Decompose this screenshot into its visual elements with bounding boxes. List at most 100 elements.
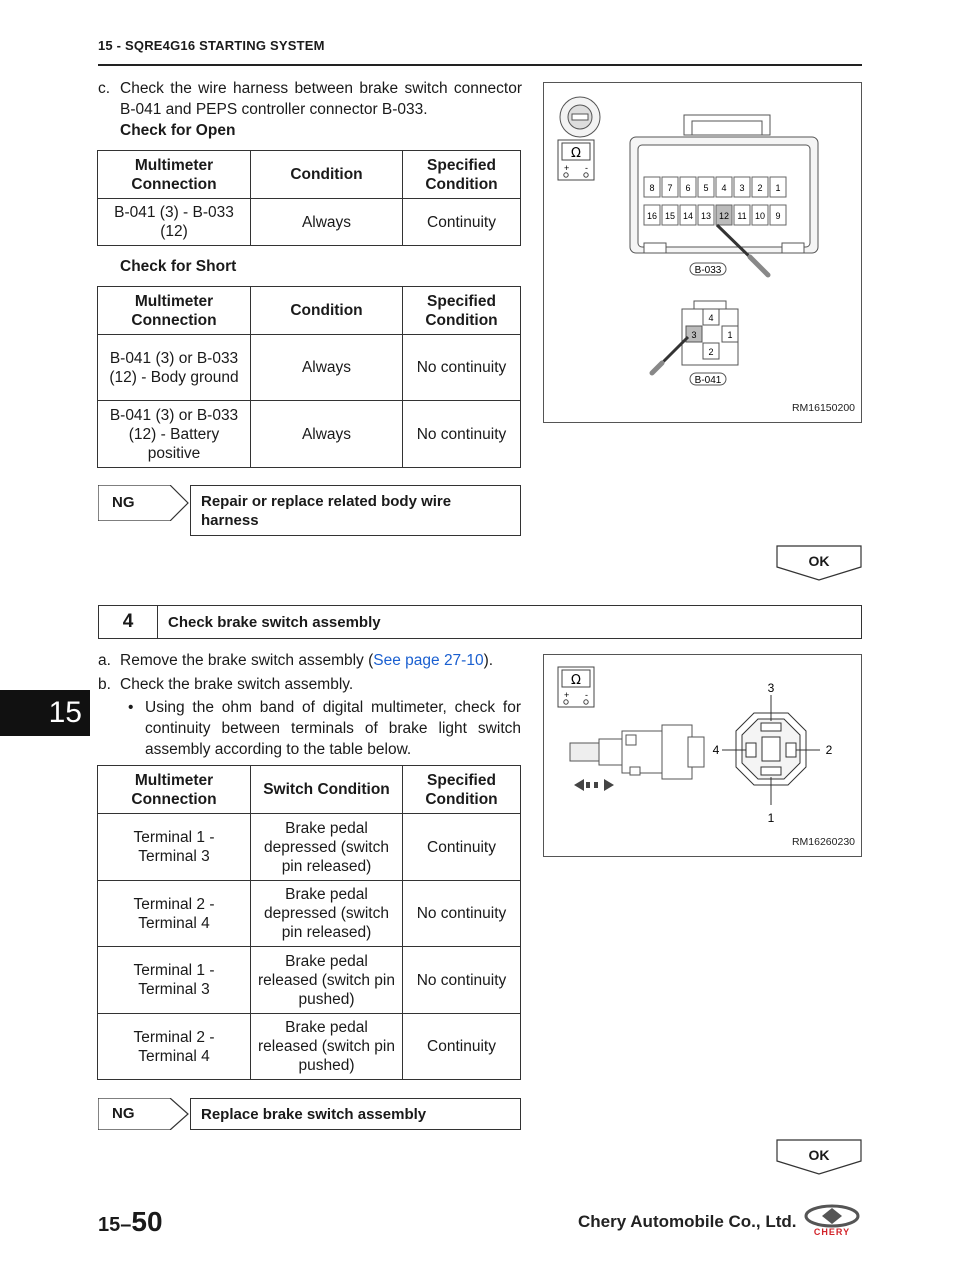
step-a-text-before: Remove the brake switch assembly ( <box>120 652 374 669</box>
figure-id-1: RM16150200 <box>791 402 855 414</box>
b033-pin-label: 3 <box>739 183 744 193</box>
step-a-marker: a. <box>98 652 111 669</box>
movement-arrows-icon <box>574 779 614 791</box>
short-cell-specified: No continuity <box>402 400 521 468</box>
ok-label-1: OK <box>808 553 830 569</box>
b033-pin-label: 8 <box>649 183 654 193</box>
b033-pin-label: 9 <box>775 211 780 221</box>
terminal-2-label: 2 <box>826 743 833 757</box>
b033-pin-label: 7 <box>667 183 672 193</box>
ohm-symbol: Ω <box>571 673 581 688</box>
b033-pin-cell <box>697 204 715 226</box>
open-check-table: Multimeter Connection Condition Specifie… <box>97 150 521 246</box>
probe-handle-2 <box>649 360 665 376</box>
b033-pin-cell <box>769 204 787 226</box>
b033-pin-cell <box>643 176 661 198</box>
b033-pin-label: 1 <box>775 183 780 193</box>
b033-pin-label: 6 <box>685 183 690 193</box>
b033-pin-cell <box>733 176 751 198</box>
ng-action-text-2: Replace brake switch assembly <box>201 1106 427 1123</box>
step-4-number: 4 <box>99 606 158 638</box>
switch-cell-condition: Brake pedal depressed (switch pin releas… <box>250 813 403 881</box>
b033-pin-cell <box>715 176 733 198</box>
ok-arrow-shape <box>776 545 862 581</box>
footer-dash: – <box>120 1214 132 1236</box>
step-c-text: Check the wire harness between brake swi… <box>120 80 522 118</box>
connector-b041 <box>681 300 739 366</box>
switch-header-specified: Specified Condition <box>402 765 521 814</box>
switch-cell-connection: Terminal 2 - Terminal 4 <box>97 1013 251 1080</box>
b033-label: B-033 <box>695 265 722 276</box>
ignition-key-icon <box>559 96 601 138</box>
switch-cell-condition: Brake pedal depressed (switch pin releas… <box>250 880 403 947</box>
ohm-symbol: Ω <box>571 146 581 161</box>
b033-pin-label: 5 <box>703 183 708 193</box>
logo-text: CHERY <box>813 1227 851 1237</box>
ok-arrow-shape <box>776 1139 862 1175</box>
page-header-title: 15 - SQRE4G16 STARTING SYSTEM <box>98 38 325 53</box>
step-c-marker: c. <box>98 80 111 97</box>
b033-pin-cell <box>643 204 661 226</box>
b033-pin-label: 16 <box>647 211 657 221</box>
switch-cell-connection: Terminal 1 - Terminal 3 <box>97 813 251 881</box>
open-cell-specified: Continuity <box>402 198 521 246</box>
step-a-text-after: ). <box>483 652 494 669</box>
b033-pin-cell <box>679 176 697 198</box>
probe-line <box>715 223 756 263</box>
b033-pin-label: 2 <box>757 183 762 193</box>
short-header-condition: Condition <box>250 286 403 335</box>
bullet-marker: • <box>128 699 134 716</box>
switch-cell-connection: Terminal 1 - Terminal 3 <box>97 946 251 1014</box>
b033-pin-label: 15 <box>665 211 675 221</box>
meter-minus: - <box>585 163 588 173</box>
footer-chapter: 15 <box>98 1214 121 1236</box>
ng-label-2: NG <box>112 1105 135 1122</box>
b041-pin-2: 2 <box>708 347 713 357</box>
switch-cell-condition: Brake pedal released (switch pin pushed) <box>250 946 403 1014</box>
short-cell-condition: Always <box>250 400 403 468</box>
switch-cell-condition: Brake pedal released (switch pin pushed) <box>250 1013 403 1080</box>
probe-line-2 <box>658 335 690 367</box>
short-cell-specified: No continuity <box>402 334 521 401</box>
short-header-connection: Multimeter Connection <box>97 286 251 335</box>
step-b-marker: b. <box>98 676 111 693</box>
ng-action-box-2: Replace brake switch assembly <box>190 1098 521 1130</box>
meter-minus: - <box>585 690 588 700</box>
bullet-text: Using the ohm band of digital multimeter… <box>145 699 521 758</box>
b033-pin-cell <box>751 176 769 198</box>
open-cell-connection: B-041 (3) - B-033 (12) <box>97 198 251 246</box>
switch-cell-specified: No continuity <box>402 946 521 1014</box>
b033-pin-cell <box>661 204 679 226</box>
b033-pin-cell <box>733 204 751 226</box>
see-page-link[interactable]: See page 27-10 <box>373 652 484 669</box>
b033-pin-label: 4 <box>721 183 726 193</box>
open-header-specified: Specified Condition <box>402 150 521 199</box>
open-header-connection: Multimeter Connection <box>97 150 251 199</box>
b033-pin-label: 10 <box>755 211 765 221</box>
ng-label-1: NG <box>112 494 135 511</box>
b033-pin-cell <box>697 176 715 198</box>
chapter-tab-label: 15 <box>48 696 82 729</box>
b033-pin-cell <box>661 176 679 198</box>
b033-pin-label: 11 <box>737 211 746 221</box>
terminal-3-label: 3 <box>768 681 775 695</box>
switch-header-condition: Switch Condition <box>250 765 403 814</box>
terminal-1-label: 1 <box>768 811 775 825</box>
chery-logo-icon <box>804 1204 860 1228</box>
switch-cell-specified: Continuity <box>402 813 521 881</box>
ok-arrow-1: OK <box>776 545 862 581</box>
ok-arrow-2: OK <box>776 1139 862 1175</box>
step-a-text: Remove the brake switch assembly (See pa… <box>120 650 530 671</box>
switch-connector-face <box>735 712 807 786</box>
chery-logo: CHERY <box>804 1204 860 1238</box>
open-header-condition: Condition <box>250 150 403 199</box>
b033-pin-cell <box>751 204 769 226</box>
probe-handle <box>747 254 771 278</box>
footer-page: 50 <box>131 1206 163 1237</box>
switch-figure: Ω + - <box>543 654 862 857</box>
b033-pin-cell <box>715 204 733 226</box>
b033-pin-cell <box>769 176 787 198</box>
footer-company: Chery Automobile Co., Ltd. <box>578 1212 797 1231</box>
